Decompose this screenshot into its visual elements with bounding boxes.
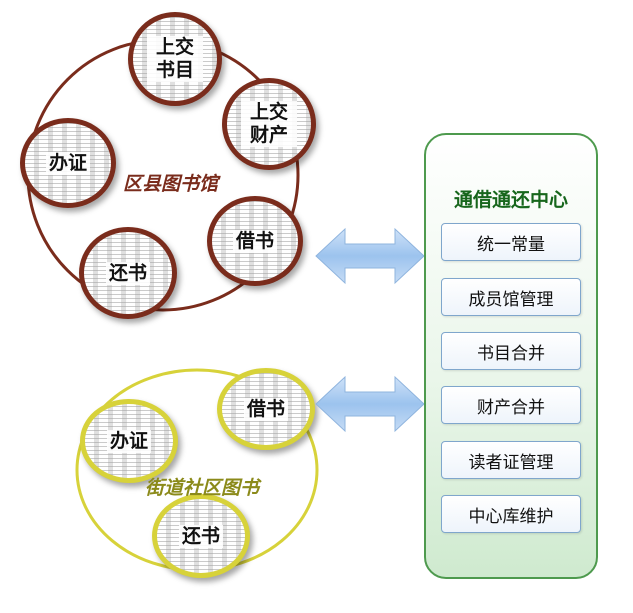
community-library-label: 街道社区图书 xyxy=(145,477,260,499)
center-panel: 通借通还中心 统一常量 成员馆管理 书目合并 财产合并 读者证管理 中心库维护 xyxy=(424,133,598,579)
community-node-issue-card: 办证 xyxy=(80,399,178,483)
node-submit-assets-label-2: 财产 xyxy=(241,124,297,147)
panel-item-catalog-merge[interactable]: 书目合并 xyxy=(441,332,581,370)
node-borrow-label: 借书 xyxy=(232,229,277,253)
community-node-issue-card-label: 办证 xyxy=(106,429,151,453)
community-node-return-label: 还书 xyxy=(178,524,223,548)
community-node-borrow: 借书 xyxy=(217,368,315,450)
panel-item-member-library-management[interactable]: 成员馆管理 xyxy=(441,278,581,316)
node-borrow: 借书 xyxy=(207,196,303,286)
panel-item-central-database-maintenance[interactable]: 中心库维护 xyxy=(441,495,581,533)
panel-item-reader-card-management[interactable]: 读者证管理 xyxy=(441,441,581,479)
node-submit-catalog-label-1: 上交 xyxy=(147,36,203,59)
node-submit-catalog: 上交 书目 xyxy=(128,12,222,106)
double-headed-arrow-icon xyxy=(315,375,425,433)
community-node-borrow-label: 借书 xyxy=(243,397,288,421)
panel-item-asset-merge[interactable]: 财产合并 xyxy=(441,386,581,424)
district-library-label: 区县图书馆 xyxy=(123,173,219,195)
node-submit-assets-label-1: 上交 xyxy=(241,101,297,124)
node-issue-card: 办证 xyxy=(20,118,116,208)
panel-title: 通借通还中心 xyxy=(453,189,568,211)
double-headed-arrow-icon xyxy=(315,227,425,285)
panel-item-unified-constants[interactable]: 统一常量 xyxy=(441,223,581,261)
community-node-return: 还书 xyxy=(152,494,250,578)
node-return-label: 还书 xyxy=(105,261,150,285)
node-submit-catalog-label-2: 书目 xyxy=(147,59,203,82)
node-issue-card-label: 办证 xyxy=(45,151,90,175)
node-submit-assets: 上交 财产 xyxy=(222,78,316,170)
node-return: 还书 xyxy=(79,227,177,319)
